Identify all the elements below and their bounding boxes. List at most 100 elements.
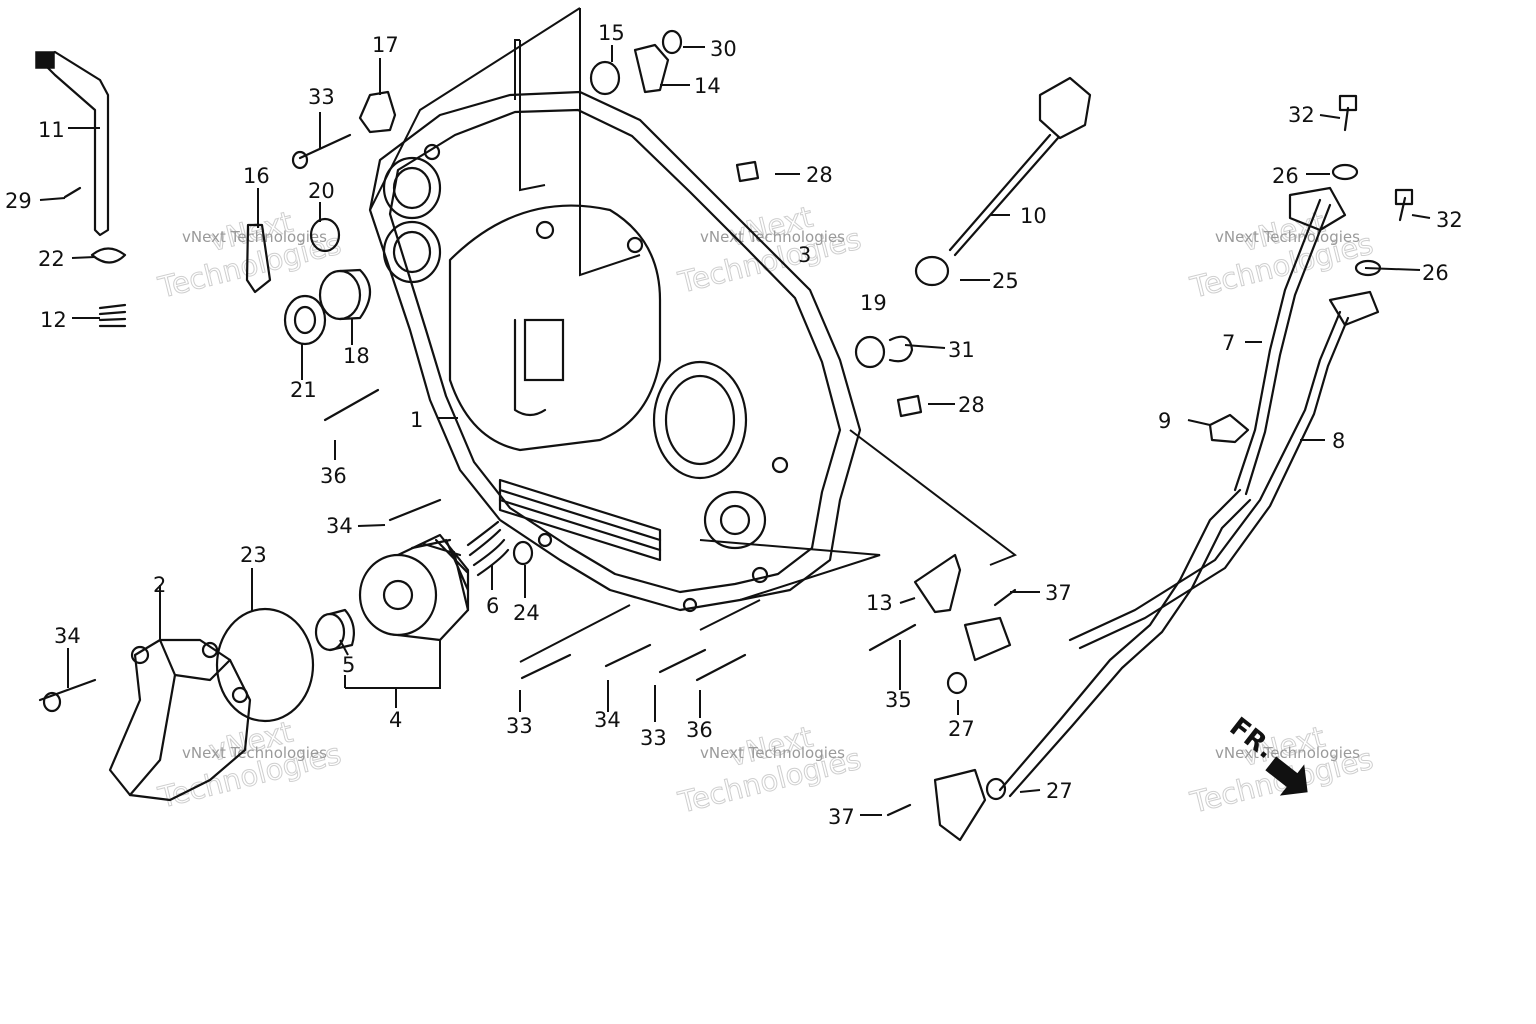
part-27-washer bbox=[985, 777, 1007, 801]
part-28-dowel bbox=[735, 160, 760, 183]
callout-12: 12 bbox=[40, 308, 67, 332]
part-32-bolt-head bbox=[1394, 188, 1414, 206]
callout-32-upper: 32 bbox=[1288, 103, 1315, 127]
callout-1: 1 bbox=[410, 408, 423, 432]
callout-5: 5 bbox=[342, 653, 355, 677]
callout-19: 19 bbox=[860, 291, 887, 315]
part-21-oil-seal bbox=[283, 294, 327, 346]
callout-33-bottom-left: 33 bbox=[506, 714, 533, 738]
part-13-plate bbox=[913, 553, 962, 614]
part-33-bolt bbox=[520, 653, 572, 680]
watermark-small: vNext Technologies bbox=[1215, 228, 1360, 246]
part-20-ring bbox=[309, 217, 341, 253]
part-2-filter-cover bbox=[108, 638, 252, 802]
callout-14: 14 bbox=[694, 74, 721, 98]
callout-9: 9 bbox=[1158, 409, 1171, 433]
callout-28-lower: 28 bbox=[958, 393, 985, 417]
callout-23: 23 bbox=[240, 543, 267, 567]
part-10-dipstick bbox=[948, 76, 1092, 257]
part-31-clip bbox=[888, 335, 914, 363]
watermark-small: vNext Technologies bbox=[182, 744, 327, 762]
part-28-dowel bbox=[896, 394, 923, 418]
callout-10: 10 bbox=[1020, 204, 1047, 228]
part-18-bearing bbox=[318, 268, 372, 321]
callout-25: 25 bbox=[992, 269, 1019, 293]
part-33-bolt-head bbox=[291, 150, 309, 170]
part-30-ring bbox=[661, 29, 683, 55]
callout-15: 15 bbox=[598, 21, 625, 45]
callout-24: 24 bbox=[513, 601, 540, 625]
callout-34-filter: 34 bbox=[326, 514, 353, 538]
part-32-bolt-head bbox=[1338, 94, 1358, 112]
callout-27-lower: 27 bbox=[1046, 779, 1073, 803]
part-36-bolt bbox=[695, 653, 747, 682]
callout-30: 30 bbox=[710, 37, 737, 61]
part-29-pin bbox=[63, 186, 82, 199]
part-34-bolt bbox=[388, 498, 442, 522]
leader-lines bbox=[39, 7, 1431, 816]
callout-11: 11 bbox=[38, 118, 65, 142]
callout-32-lower: 32 bbox=[1436, 208, 1463, 232]
callout-18: 18 bbox=[343, 344, 370, 368]
callout-labels: 1 2 3 4 5 6 7 8 9 10 11 12 13 14 15 16 1… bbox=[5, 21, 1463, 829]
part-37-bolt bbox=[886, 803, 912, 817]
part-19-collar bbox=[854, 335, 886, 369]
part-7-oil-pipe bbox=[1233, 186, 1347, 496]
part-banjo-fitting bbox=[933, 768, 987, 842]
callout-35: 35 bbox=[885, 688, 912, 712]
callout-31: 31 bbox=[948, 338, 975, 362]
callout-26-upper: 26 bbox=[1272, 164, 1299, 188]
callout-36-left: 36 bbox=[320, 464, 347, 488]
callout-17: 17 bbox=[372, 33, 399, 57]
part-27-washer bbox=[946, 671, 968, 695]
part-22-washer bbox=[90, 247, 127, 264]
part-9-clamp bbox=[1208, 413, 1250, 444]
callout-21: 21 bbox=[290, 378, 317, 402]
part-12-spring bbox=[98, 303, 127, 328]
part-34-bolt-head bbox=[42, 691, 62, 713]
part-34-bolt bbox=[38, 678, 97, 702]
callout-33-top: 33 bbox=[308, 85, 335, 109]
part-32-bolt bbox=[1398, 196, 1407, 222]
part-6-spring bbox=[466, 520, 510, 577]
part-16-arm bbox=[245, 223, 272, 294]
part-8-oil-pipe bbox=[998, 290, 1380, 798]
part-11-shaft bbox=[35, 50, 110, 237]
part-24-o-ring bbox=[512, 540, 534, 566]
callout-2: 2 bbox=[153, 573, 166, 597]
callout-6: 6 bbox=[486, 594, 499, 618]
callout-26-lower: 26 bbox=[1422, 261, 1449, 285]
callout-29: 29 bbox=[5, 189, 32, 213]
part-34-bolt bbox=[604, 643, 652, 668]
watermark-small: vNext Technologies bbox=[182, 228, 327, 246]
callout-28-upper: 28 bbox=[806, 163, 833, 187]
callout-7: 7 bbox=[1222, 331, 1235, 355]
part-36-bolt bbox=[323, 388, 380, 422]
callout-4: 4 bbox=[389, 708, 402, 732]
callout-37-lower: 37 bbox=[828, 805, 855, 829]
watermark-small: vNext Technologies bbox=[700, 228, 845, 246]
part-15-plug bbox=[589, 60, 621, 96]
watermark-small: vNext Technologies bbox=[1215, 744, 1360, 762]
callout-16: 16 bbox=[243, 164, 270, 188]
part-1-crankcase-cover bbox=[368, 90, 862, 613]
callout-37-upper: 37 bbox=[1045, 581, 1072, 605]
part-33-bolt bbox=[298, 133, 352, 160]
part-33-bolt bbox=[658, 648, 707, 674]
callout-20: 20 bbox=[308, 179, 335, 203]
part-23-o-ring bbox=[215, 607, 315, 723]
part-17-bracket bbox=[358, 90, 397, 134]
part-25-o-ring bbox=[914, 255, 950, 287]
part-26-washer bbox=[1331, 163, 1359, 181]
part-4-oil-filter bbox=[358, 533, 470, 642]
part-32-bolt bbox=[1343, 106, 1350, 132]
part-5-collar bbox=[314, 608, 355, 652]
callout-33-bottom-mid: 33 bbox=[640, 726, 667, 750]
part-35-bolt bbox=[868, 623, 917, 652]
callout-13: 13 bbox=[866, 591, 893, 615]
callout-3: 3 bbox=[798, 243, 811, 267]
part-14-cover bbox=[633, 43, 670, 94]
callout-8: 8 bbox=[1332, 429, 1345, 453]
watermark-small: vNext Technologies bbox=[700, 744, 845, 762]
